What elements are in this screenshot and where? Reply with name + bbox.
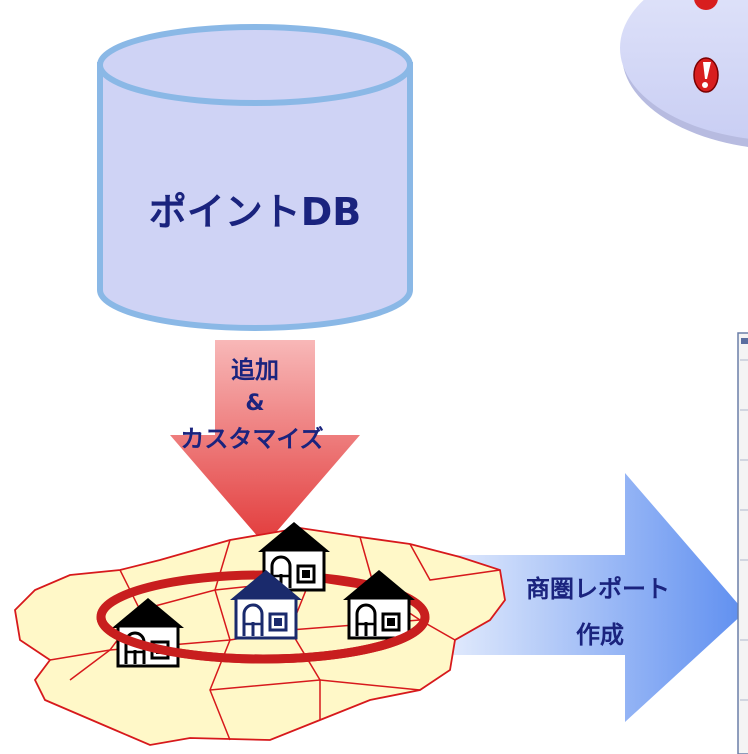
report-window-edge	[737, 332, 748, 754]
report-label-line1: 商圏レポート	[526, 575, 670, 603]
trade-area-report-arrow: 商圏レポート 作成	[380, 473, 745, 722]
callout-bubble	[620, 0, 748, 147]
database-label: ポイントDB	[149, 190, 362, 234]
exclamation-icon	[693, 57, 719, 93]
ampersand-label: &	[245, 391, 264, 416]
trade-area-ring	[96, 616, 430, 664]
customize-label: カスタマイズ	[180, 425, 323, 453]
report-label-line2: 作成	[576, 621, 624, 649]
house-icon	[230, 570, 302, 640]
database-cylinder: ポイントDB	[97, 24, 413, 331]
add-label: 追加	[231, 356, 279, 384]
exclamation-icon	[694, 0, 718, 10]
add-customize-arrow: 追加 & カスタマイズ	[170, 340, 360, 545]
